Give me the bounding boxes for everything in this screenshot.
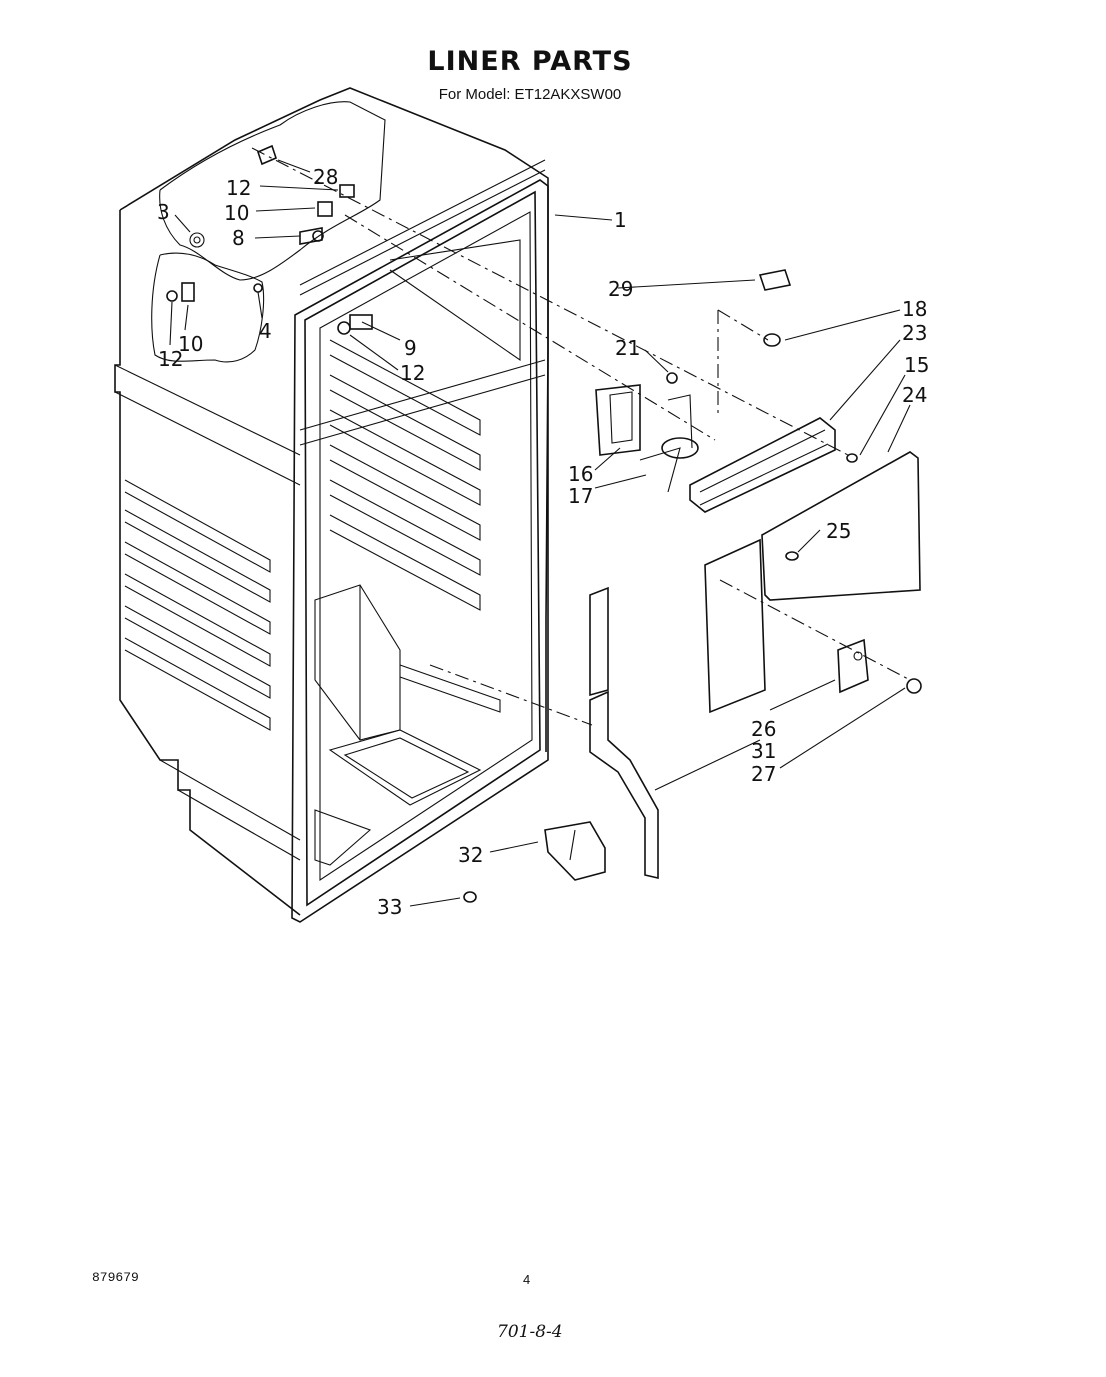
callout-labels: 1 3 4 8 9 10 10 12 12 12 15 16 17 18 21 … [157,165,929,919]
handwritten-note: 701-8-4 [497,1322,563,1342]
model-subtitle: For Model: ET12AKXSW00 [438,86,622,103]
callout-10-upper: 10 [224,201,249,225]
callout-29: 29 [608,277,633,301]
callout-21: 21 [615,336,640,360]
callout-26: 26 [751,717,776,741]
callout-12-upper: 12 [226,176,251,200]
callout-12-lower-left: 12 [158,347,183,371]
callout-3: 3 [157,200,170,224]
callout-4: 4 [259,319,272,343]
callout-33: 33 [377,895,402,919]
callout-16: 16 [568,462,593,486]
leader-lines [169,159,911,907]
callout-25: 25 [826,519,851,543]
shelf-rails [329,339,481,611]
air-duct [589,586,659,880]
document-number: 879679 [92,1270,139,1285]
callout-32: 32 [458,843,483,867]
callout-23: 23 [902,321,927,345]
callout-9: 9 [404,336,417,360]
callout-15: 15 [904,353,929,377]
callout-24: 24 [902,383,927,407]
callout-18: 18 [902,297,927,321]
liner-frame [291,159,549,923]
damper-part [463,821,606,903]
page-title: LINER PARTS [427,46,633,77]
callout-1: 1 [614,208,627,232]
page-number: 4 [523,1272,531,1287]
callout-28: 28 [313,165,338,189]
callout-27: 27 [751,762,776,786]
callout-12-shelf: 12 [400,361,425,385]
callout-8: 8 [232,226,245,250]
callout-17: 17 [568,484,593,508]
callout-10-lower: 10 [178,332,203,356]
alignment-lines [251,147,911,726]
lower-compartment [314,584,501,866]
cabinet-shell [114,87,549,916]
small-parts-upper [166,144,373,335]
fan-assembly [595,269,922,714]
callout-31: 31 [751,739,776,763]
